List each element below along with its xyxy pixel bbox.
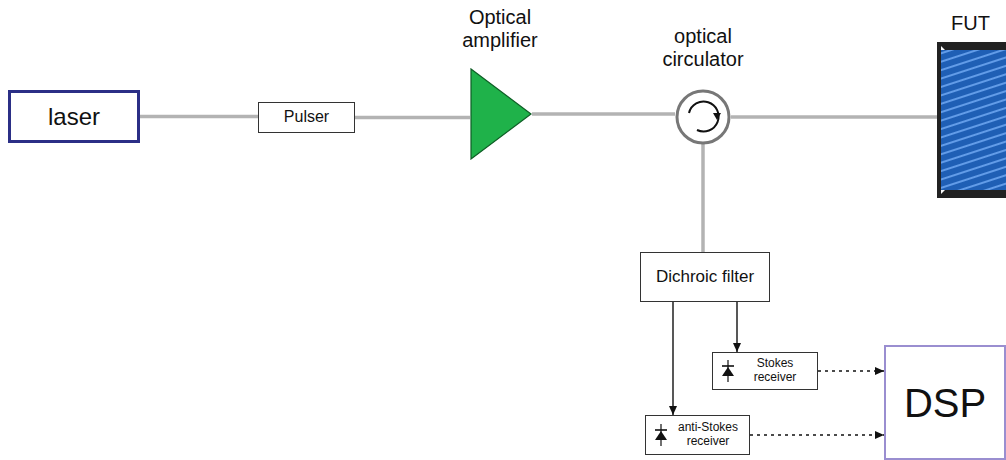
node-text: Optical amplifier bbox=[440, 6, 560, 52]
fiber-link bbox=[355, 116, 470, 120]
dsp-box: DSP bbox=[884, 345, 1006, 460]
node-text: anti-Stokes receiver bbox=[672, 421, 744, 449]
fiber-link bbox=[701, 144, 705, 252]
node-text: DSP bbox=[896, 380, 994, 426]
receiver-box: anti-Stokes receiver bbox=[645, 415, 750, 455]
amplifier-node: Optical amplifier bbox=[440, 6, 560, 162]
circulator-circle bbox=[675, 89, 731, 145]
node-text: Pulser bbox=[276, 108, 337, 126]
fiber-link bbox=[731, 115, 937, 119]
filter-box: Dichroic filter bbox=[640, 252, 770, 302]
amplifier-triangle bbox=[470, 68, 532, 160]
photodiode-symbol bbox=[718, 358, 738, 384]
node-text: Dichroic filter bbox=[648, 267, 762, 287]
optical-arrow bbox=[736, 302, 737, 352]
receiver-box: Stokes receiver bbox=[712, 352, 818, 390]
signal-link bbox=[750, 434, 884, 435]
photodiode-symbol bbox=[651, 422, 671, 448]
fiber-link bbox=[140, 115, 258, 119]
laser-box: laser bbox=[8, 90, 140, 143]
circulator-node: optical circulator bbox=[650, 25, 756, 149]
fiber-coil bbox=[937, 42, 1006, 198]
node-text: optical circulator bbox=[650, 25, 756, 71]
optical-arrow bbox=[672, 302, 673, 415]
node-text: FUT bbox=[935, 12, 1006, 35]
fiber-link bbox=[532, 112, 675, 116]
node-text: Stokes receiver bbox=[739, 357, 811, 385]
fiber-coil-node: FUT bbox=[935, 12, 1006, 198]
node-text: laser bbox=[40, 103, 108, 131]
signal-link bbox=[818, 370, 884, 371]
pulser-box: Pulser bbox=[258, 102, 355, 133]
